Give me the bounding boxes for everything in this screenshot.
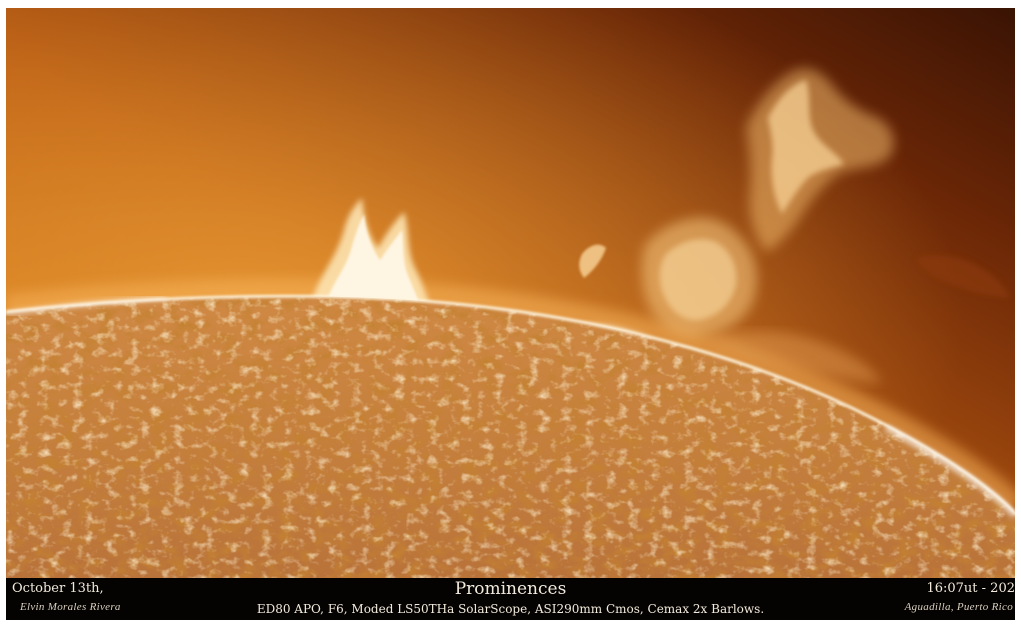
caption-equipment: ED80 APO, F6, Moded LS50THa SolarScope, … xyxy=(256,602,765,616)
caption-bar: Prominences ED80 APO, F6, Moded LS50THa … xyxy=(6,578,1015,620)
flame-prominence xyxy=(311,198,430,306)
caption-location: Aguadilla, Puerto Rico xyxy=(904,601,1013,613)
solar-photo xyxy=(6,8,1015,578)
solar-prominence-image xyxy=(6,8,1015,578)
caption-title: Prominences xyxy=(454,579,567,599)
photographer-signature: Elvin Morales Rivera xyxy=(20,601,121,613)
caption-time: 16:07ut - 202 xyxy=(926,581,1015,596)
cloud-prominence xyxy=(566,68,1010,384)
caption-date: October 13th, xyxy=(12,581,104,596)
